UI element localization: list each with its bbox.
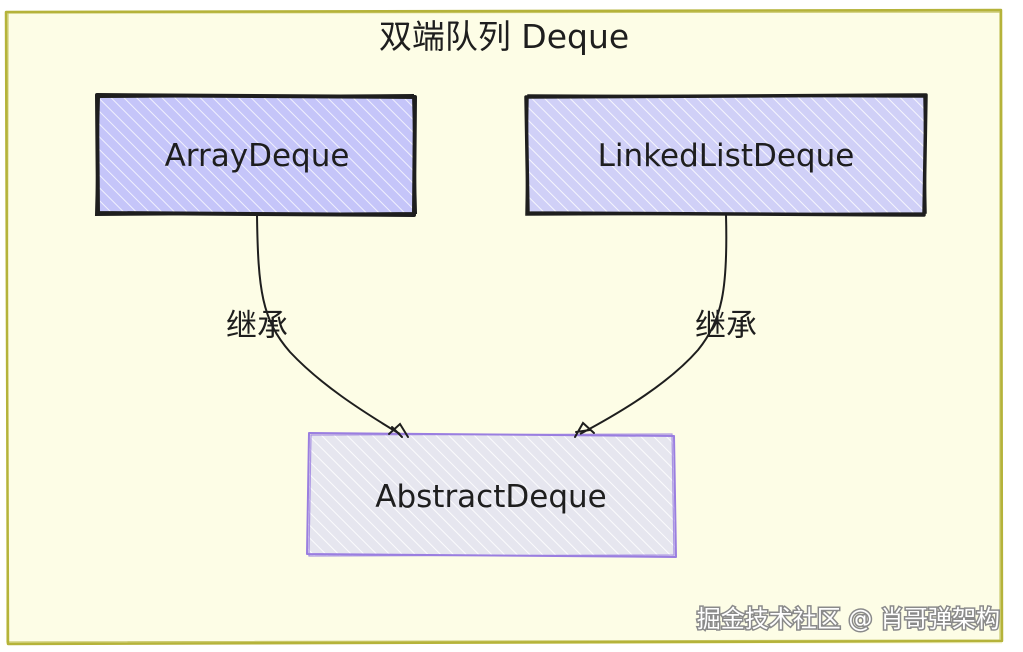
container-border-sketch xyxy=(6,11,1001,643)
linked-list-deque-label: LinkedListDeque xyxy=(598,138,855,174)
linked-list-deque-hatch xyxy=(527,96,924,214)
abstract-deque-border-sketch xyxy=(308,433,675,557)
node-linked-list-deque[interactable]: LinkedListDeque xyxy=(524,93,928,217)
abstract-deque-border xyxy=(306,432,677,558)
array-deque-label: ArrayDeque xyxy=(165,138,350,174)
array-deque-border-sketch xyxy=(94,93,418,217)
abstract-deque-hatch xyxy=(308,435,675,556)
edge-linked-to-abstract-line xyxy=(579,214,728,435)
edge-array-to-abstract-arrowhead xyxy=(388,422,409,438)
watermark-text: 掘金技术社区 @ 肖哥弹架构 xyxy=(697,605,1000,633)
edge-linked-to-abstract-arrowhead xyxy=(574,421,595,438)
node-array-deque[interactable]: ArrayDeque xyxy=(94,93,418,217)
array-deque-hatch xyxy=(98,96,415,214)
linked-list-deque-border-sketch xyxy=(525,94,927,216)
container-title: 双端队列 Deque xyxy=(379,17,629,56)
edge-linked-to-abstract: 继承 xyxy=(574,214,757,438)
edge-array-to-abstract-line xyxy=(256,214,401,435)
node-abstract-deque[interactable]: AbstractDeque xyxy=(306,432,677,558)
edge-array-to-abstract: 继承 xyxy=(226,214,409,438)
edge-array-to-abstract-label: 继承 xyxy=(226,308,288,344)
abstract-deque-label: AbstractDeque xyxy=(375,479,606,515)
edge-linked-to-abstract-label: 继承 xyxy=(695,308,757,344)
